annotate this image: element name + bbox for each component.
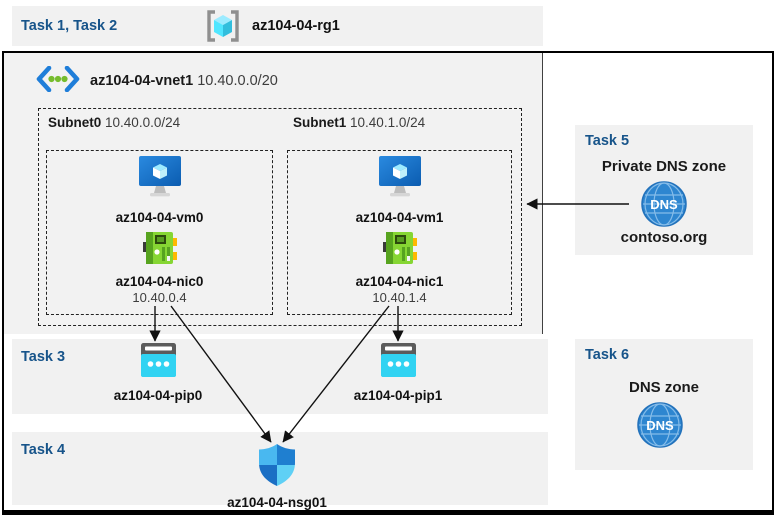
- task5-label: Task 5: [585, 133, 630, 149]
- nic1-icon: [382, 230, 418, 271]
- pip1-group: az104-04-pip1: [338, 343, 458, 403]
- resource-group-icon: [205, 9, 241, 48]
- nic1-ip: 10.40.1.4: [372, 290, 427, 305]
- dns-zone-icon-text: DNS: [646, 418, 674, 433]
- subnet0-content: az104-04-vm0 az104-04-nic0 10.40.0.4: [46, 156, 273, 305]
- private-dns-zone-title: Private DNS zone: [601, 158, 727, 175]
- rg-name-label: az104-04-rg1: [252, 18, 340, 34]
- vnet-cidr-label: 10.40.0.0/20: [197, 73, 278, 89]
- subnet0-label: Subnet0 10.40.0.0/24: [48, 115, 180, 130]
- nic0-ip: 10.40.0.4: [132, 290, 187, 305]
- subnets-dashed-group: [38, 108, 522, 326]
- subnet1-cidr: 10.40.1.0/24: [350, 115, 426, 130]
- vm0-icon: [137, 156, 183, 205]
- vm0-label: az104-04-vm0: [115, 210, 204, 225]
- vnet-name-label: az104-04-vnet1: [90, 73, 194, 89]
- subnet0-inner-box: [46, 150, 273, 315]
- subnet1-label: Subnet1 10.40.1.0/24: [293, 115, 425, 130]
- dns-zone-title: DNS zone: [628, 379, 699, 396]
- contoso-zone-label: contoso.org: [620, 229, 708, 246]
- task3-label: Task 3: [21, 349, 66, 365]
- vnet-region: [4, 53, 543, 334]
- task1-2-banner: Task 1, Task 2 az104-04-rg1: [12, 6, 543, 46]
- task6-panel: Task 6 DNS zone DNS: [575, 339, 753, 470]
- pip0-group: az104-04-pip0: [98, 343, 218, 403]
- pip0-label: az104-04-pip0: [113, 388, 203, 403]
- nic0-label: az104-04-nic0: [115, 274, 204, 289]
- dns-zone-icon: DNS: [637, 402, 683, 453]
- nsg-shield-icon: [259, 444, 295, 491]
- vm1-label: az104-04-vm1: [355, 210, 444, 225]
- task5-panel: Task 5 Private DNS zone DNS contoso.org: [575, 125, 753, 255]
- task1-2-label: Task 1, Task 2: [21, 18, 118, 34]
- task4-label: Task 4: [21, 442, 66, 458]
- vnet-icon: [36, 65, 80, 97]
- pip1-icon: [380, 343, 416, 382]
- task6-label: Task 6: [585, 347, 630, 363]
- subnet1-content: az104-04-vm1 az104-04-nic1 10.40.1.4: [287, 156, 512, 305]
- subnet1-inner-box: [287, 150, 512, 315]
- task3-panel: Task 3: [12, 339, 548, 414]
- nsg-group: az104-04-nsg01: [217, 444, 337, 510]
- nic0-icon: [142, 230, 178, 271]
- pip1-label: az104-04-pip1: [353, 388, 443, 403]
- subnet1-name: Subnet1: [293, 115, 347, 130]
- pip0-icon: [140, 343, 176, 382]
- nic1-label: az104-04-nic1: [355, 274, 444, 289]
- nsg-label: az104-04-nsg01: [227, 495, 327, 510]
- private-dns-icon: DNS: [641, 181, 687, 232]
- subnet0-name: Subnet0: [48, 115, 102, 130]
- vnet-header: az104-04-vnet1 10.40.0.0/20: [36, 65, 278, 97]
- private-dns-icon-text: DNS: [650, 197, 678, 212]
- vm1-icon: [377, 156, 423, 205]
- subnet0-cidr: 10.40.0.0/24: [105, 115, 181, 130]
